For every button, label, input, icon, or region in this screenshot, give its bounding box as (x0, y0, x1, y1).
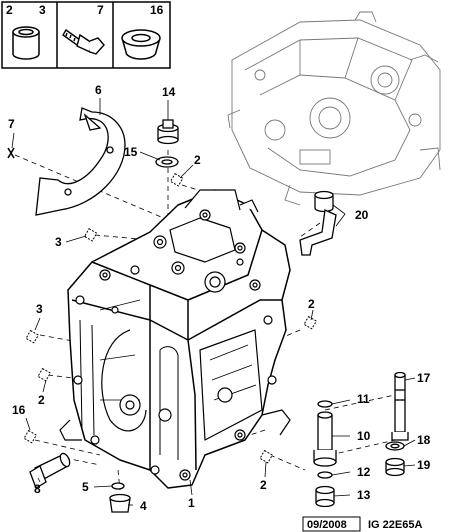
callout-lines (11, 98, 416, 506)
callout-8: 8 (34, 482, 41, 496)
legend-qty-2: 7 (97, 3, 104, 17)
callout-20: 20 (355, 208, 369, 222)
callout-2-bottom: 2 (260, 478, 267, 492)
bracket-part (35, 107, 126, 216)
breather-part (299, 190, 337, 256)
callout-3-left: 3 (36, 302, 43, 316)
washer-part-15 (155, 156, 179, 168)
callout-10: 10 (357, 429, 371, 443)
washer-part-18 (385, 441, 405, 451)
callout-18: 18 (417, 433, 431, 447)
callout-16: 16 (12, 403, 26, 417)
oring-part-12 (317, 471, 333, 479)
footer-date: 09/2008 (307, 519, 347, 531)
sensor-part-17 (391, 371, 409, 441)
footer-diagram-ref: IG 22E65A (368, 519, 422, 531)
callout-4: 4 (140, 499, 147, 513)
sensor-part-10 (313, 411, 337, 467)
callout-5: 5 (82, 480, 89, 494)
callout-1: 1 (188, 496, 195, 510)
gearbox-overview-sketch (227, 11, 441, 206)
callout-labels: 14 15 2 6 7 3 20 2 3 2 16 8 5 4 1 2 17 1… (8, 83, 431, 513)
sleeve-part-8 (29, 452, 71, 489)
callout-7: 7 (8, 117, 15, 131)
callout-15: 15 (124, 145, 138, 159)
callout-12: 12 (357, 465, 371, 479)
callout-11: 11 (357, 392, 370, 406)
grommet-icon (121, 29, 161, 60)
callout-19: 19 (417, 458, 431, 472)
dowel-markers (23, 172, 318, 464)
bolt-icon (62, 28, 105, 55)
footer-ref: 09/2008 IG 22E65A (302, 516, 422, 532)
legend-ref-1: 2 (6, 3, 13, 17)
plug-part-13 (315, 485, 335, 508)
clip-part (7, 147, 15, 159)
bolt-part-14 (157, 119, 179, 145)
callout-3-upper: 3 (55, 235, 62, 249)
callout-17: 17 (417, 371, 431, 385)
legend-qty-3: 16 (150, 3, 164, 17)
plug-part-4 (109, 493, 131, 513)
callout-13: 13 (357, 488, 371, 502)
housing-bosses (73, 209, 277, 481)
callout-2-right: 2 (308, 297, 315, 311)
legend-qty-1: 3 (39, 3, 46, 17)
callout-6: 6 (95, 83, 102, 97)
callout-2-top: 2 (194, 153, 201, 167)
seal-part-5 (111, 482, 125, 490)
oring-part-11 (317, 400, 333, 408)
callout-14: 14 (162, 85, 176, 99)
sleeve-icon (12, 26, 40, 60)
legend-box: 2 3 7 16 (1, 1, 171, 69)
nut-part-19 (385, 457, 405, 477)
callout-2-left: 2 (38, 393, 45, 407)
